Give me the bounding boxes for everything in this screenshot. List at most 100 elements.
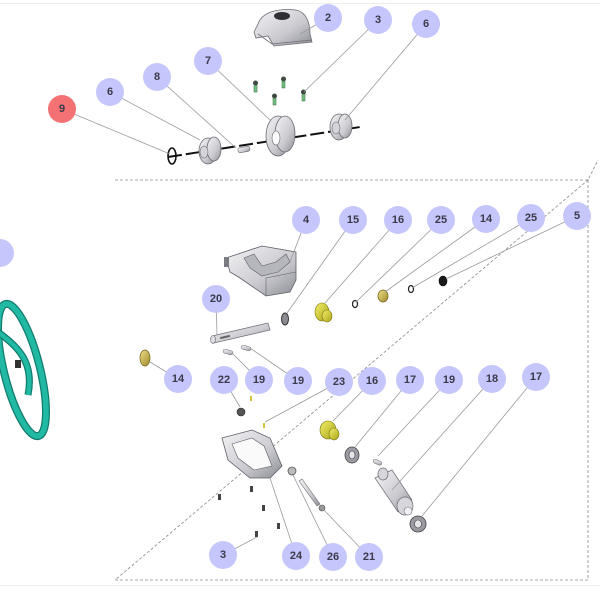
callout-circle[interactable]: [210, 366, 238, 394]
callout[interactable]: 6: [412, 10, 440, 38]
callout[interactable]: 24: [282, 542, 310, 570]
callout-label: 19: [253, 374, 265, 386]
callout-circle[interactable]: [412, 10, 440, 38]
callout[interactable]: 6: [96, 78, 124, 106]
rotor-part[interactable]: [374, 467, 414, 516]
callout-selected[interactable]: 9: [48, 95, 76, 123]
brass-nut-upper-part[interactable]: [377, 289, 389, 303]
screws-top-part[interactable]: [252, 76, 307, 106]
hose-ring-part[interactable]: [0, 299, 56, 441]
pin-b-part[interactable]: [240, 344, 252, 352]
callout[interactable]: 25: [427, 206, 455, 234]
pin-a-part[interactable]: [222, 348, 234, 356]
bushing-right-part[interactable]: [329, 113, 353, 141]
callout-circle[interactable]: [435, 366, 463, 394]
tiny-pin-part[interactable]: [250, 396, 252, 401]
key-part[interactable]: [237, 146, 251, 153]
callout-circle[interactable]: [319, 543, 347, 571]
callout[interactable]: 3: [364, 6, 392, 34]
callout[interactable]: 20: [202, 285, 230, 313]
callout-circle[interactable]: [396, 366, 424, 394]
callout[interactable]: 8: [143, 63, 171, 91]
callout-circle[interactable]: [202, 285, 230, 313]
callout-circle[interactable]: [355, 543, 383, 571]
callout-circle[interactable]: [292, 206, 320, 234]
callout[interactable]: 14: [472, 205, 500, 233]
callout-circle[interactable]: [517, 204, 545, 232]
bearing-b-part[interactable]: [409, 515, 427, 533]
callout-circle[interactable]: [522, 363, 550, 391]
callout[interactable]: 23: [325, 368, 353, 396]
callout-circle[interactable]: [282, 542, 310, 570]
callout-label: 7: [205, 55, 211, 67]
callout[interactable]: 15: [339, 206, 367, 234]
callout-circle[interactable]: [48, 95, 76, 123]
callout-circle[interactable]: [245, 366, 273, 394]
leader-line: [109, 91, 201, 141]
callout-circle[interactable]: [325, 368, 353, 396]
callout[interactable]: 5: [563, 202, 591, 230]
callout-circle[interactable]: [472, 205, 500, 233]
callout[interactable]: 22: [210, 366, 238, 394]
callout[interactable]: 16: [358, 367, 386, 395]
screws-lower-part[interactable]: [218, 486, 280, 537]
callout[interactable]: 19: [245, 366, 273, 394]
callout-label: 26: [327, 551, 339, 563]
seal-part[interactable]: [438, 275, 448, 287]
callout-circle[interactable]: [358, 367, 386, 395]
housing-part[interactable]: [224, 245, 297, 297]
lower-housing-part[interactable]: [221, 429, 283, 479]
yellow-bushing-lower-part[interactable]: [319, 420, 340, 441]
callout-circle[interactable]: [96, 78, 124, 106]
callout[interactable]: 17: [522, 363, 550, 391]
callout-circle[interactable]: [563, 202, 591, 230]
callout-circle[interactable]: [364, 6, 392, 34]
washer-26-part[interactable]: [287, 466, 297, 476]
callout[interactable]: 4: [292, 206, 320, 234]
leader-line: [445, 215, 578, 280]
callout[interactable]: 26: [319, 543, 347, 571]
callout[interactable]: 3: [209, 541, 237, 569]
callout[interactable]: 16: [384, 206, 412, 234]
leader-line: [377, 379, 450, 457]
brass-nut-left-part[interactable]: [139, 349, 151, 367]
callout-circle[interactable]: [284, 367, 312, 395]
callout[interactable]: 19: [284, 367, 312, 395]
callout-label: 17: [404, 374, 416, 386]
leader-line: [156, 76, 237, 149]
pulley-part[interactable]: [265, 115, 296, 157]
callout[interactable]: 2: [314, 4, 342, 32]
callout-circle[interactable]: [314, 4, 342, 32]
grub-screw-part[interactable]: [263, 423, 265, 428]
yellow-bushing-upper-part[interactable]: [314, 302, 333, 323]
shaft-part[interactable]: [210, 322, 271, 344]
leader-line: [286, 219, 354, 314]
bushing-left-part[interactable]: [198, 136, 222, 165]
o-ring-part[interactable]: [167, 147, 177, 165]
callout[interactable]: 18: [478, 365, 506, 393]
leader-line: [61, 108, 171, 155]
callout-circle[interactable]: [427, 206, 455, 234]
callout-circle[interactable]: [478, 365, 506, 393]
pin-c-part[interactable]: [372, 458, 383, 466]
bearing-a-part[interactable]: [344, 446, 360, 464]
callout[interactable]: 21: [355, 543, 383, 571]
small-o-ring-b-part[interactable]: [407, 284, 415, 294]
callout[interactable]: 17: [396, 366, 424, 394]
callout-circle[interactable]: [209, 541, 237, 569]
washer-part[interactable]: [281, 312, 289, 326]
top-cover-part[interactable]: [253, 9, 313, 47]
callout-circle[interactable]: [339, 206, 367, 234]
leader-line: [354, 379, 411, 448]
small-o-ring-part[interactable]: [351, 299, 359, 309]
callout-circle[interactable]: [164, 365, 192, 393]
callout[interactable]: 25: [517, 204, 545, 232]
callout[interactable]: 7: [194, 47, 222, 75]
callout-circle[interactable]: [143, 63, 171, 91]
callout[interactable]: 14: [164, 365, 192, 393]
callout-circle[interactable]: [384, 206, 412, 234]
nut-part[interactable]: [236, 407, 246, 417]
callout[interactable]: 19: [435, 366, 463, 394]
callout-circle[interactable]: [194, 47, 222, 75]
